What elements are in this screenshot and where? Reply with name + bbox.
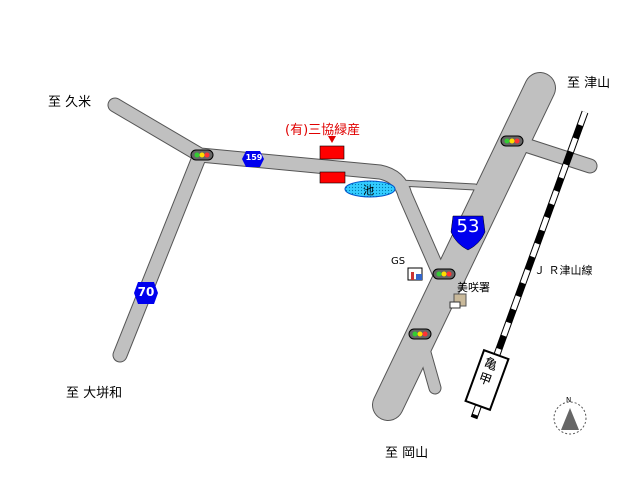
route-70-sign	[134, 282, 158, 304]
road-kume	[108, 98, 447, 282]
traffic-light-icon	[408, 328, 432, 340]
traffic-light-icon	[432, 268, 456, 280]
route-53-label: 53	[456, 216, 480, 237]
road-route70	[113, 148, 207, 362]
police-label: 美咲署	[457, 281, 490, 294]
compass-icon	[553, 401, 587, 435]
direction-tsuyama: 至 津山	[567, 76, 611, 91]
route-159-sign	[242, 151, 264, 167]
direction-okayama: 至 岡山	[385, 446, 429, 461]
traffic-light-icon	[500, 135, 524, 147]
gas-station-icon	[407, 267, 423, 281]
route-53-sign	[450, 215, 486, 251]
direction-kume: 至 久米	[48, 95, 92, 110]
traffic-light-icon	[190, 149, 214, 161]
gas-station-label: GS	[391, 256, 406, 267]
station-box	[464, 348, 510, 412]
railway-label: Ｊ Ｒ津山線	[534, 264, 593, 277]
route-70-label: 70	[137, 285, 155, 299]
company-label: (有)三協緑産	[285, 123, 361, 138]
buildings	[319, 136, 396, 198]
route-signs	[134, 151, 486, 304]
compass-north-label: N	[566, 396, 572, 404]
pond	[344, 180, 396, 198]
route-159-label: 159	[245, 153, 263, 162]
company-building-2	[319, 171, 346, 184]
direction-ohaga: 至 大垪和	[66, 386, 123, 401]
police-icon	[449, 293, 467, 309]
pond-label: 池	[363, 184, 374, 197]
company-marker-icon	[328, 136, 336, 143]
company-building-1	[319, 145, 345, 160]
traffic-lights	[190, 135, 524, 340]
road-minor	[397, 180, 478, 190]
